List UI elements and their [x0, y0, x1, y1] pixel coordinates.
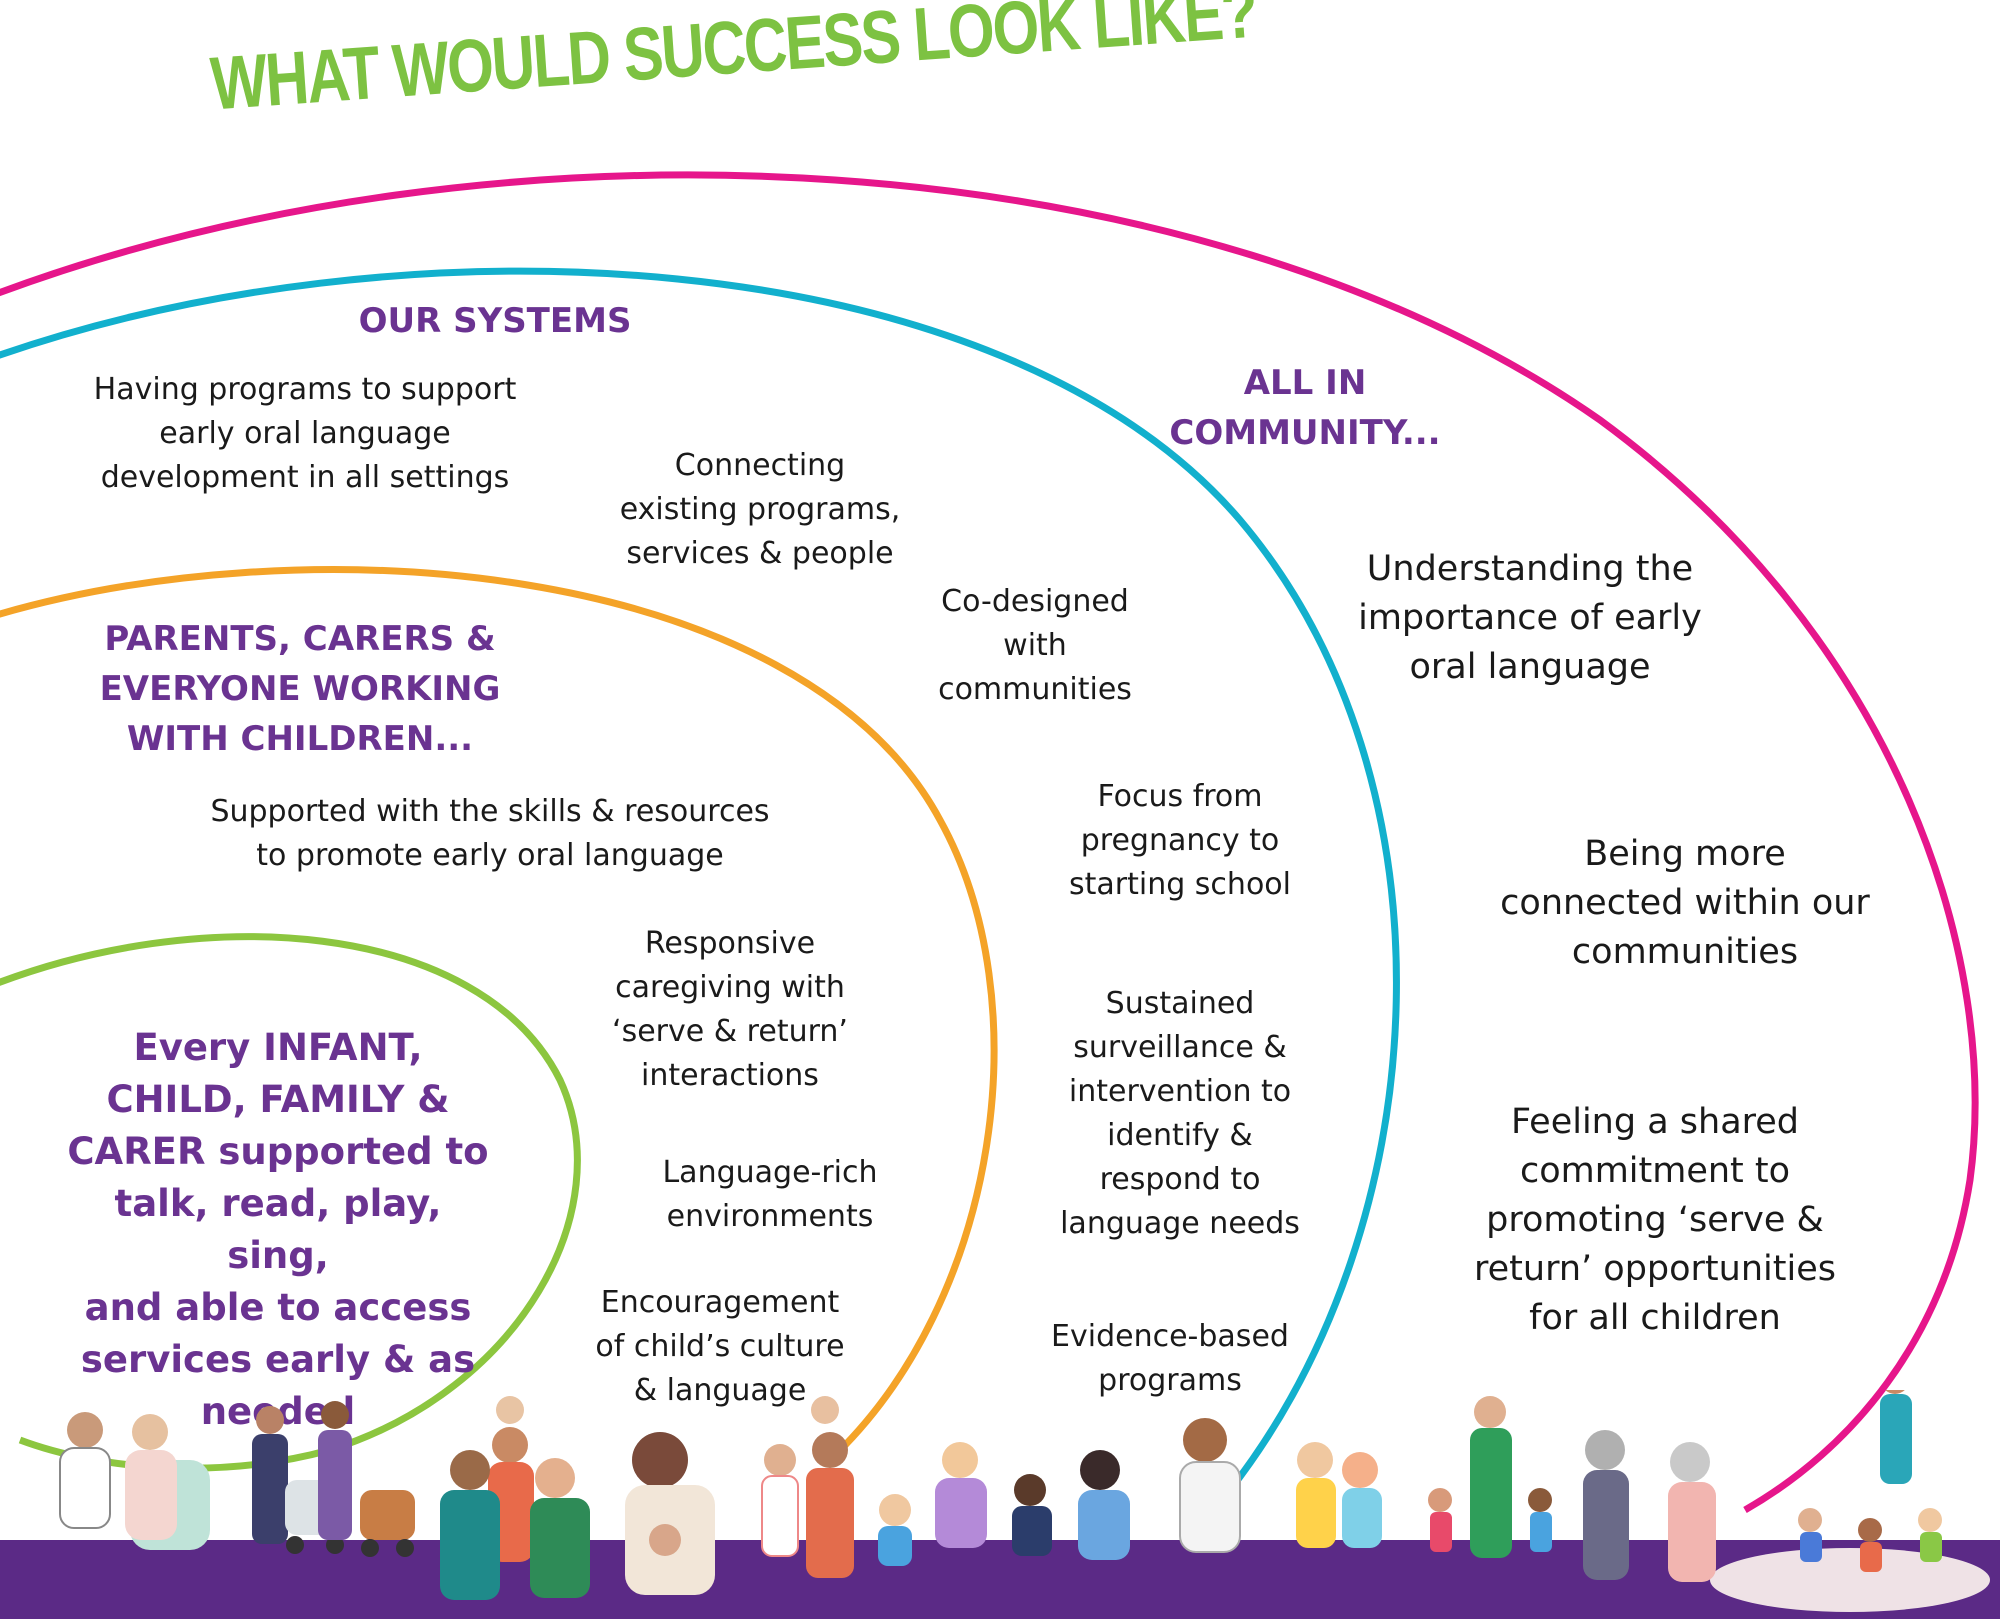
community-item-understanding: Understanding the importance of early or… — [1358, 549, 1702, 687]
parents-item-culture: Encouragement of child’s culture & langu… — [595, 1285, 845, 1408]
children-playing-icon — [761, 1396, 987, 1578]
systems-item-focus: Focus from pregnancy to starting school — [1069, 779, 1291, 902]
parents-item-responsive: Responsive caregiving with ‘serve & retu… — [612, 926, 848, 1093]
heading-every-infant-child: Every INFANT, CHILD, FAMILY & CARER supp… — [67, 1026, 489, 1433]
systems-item-programs: Having programs to support early oral la… — [93, 372, 517, 495]
ring-our-systems — [0, 267, 1400, 1493]
stroller-figure-icon — [252, 1401, 415, 1557]
parents-figure-icon — [59, 1412, 210, 1550]
heading-our-systems: OUR SYSTEMS — [358, 301, 632, 341]
heading-all-in-community: ALL IN COMMUNITY... — [1169, 363, 1441, 453]
family-group-icon — [440, 1396, 590, 1600]
systems-item-connecting: Connecting existing programs, services &… — [619, 448, 901, 571]
community-item-connected: Being more connected within our communit… — [1500, 834, 1870, 972]
people-silhouettes — [59, 1390, 1942, 1600]
reading-group-icon — [1012, 1418, 1382, 1560]
mother-feeding-icon — [625, 1432, 715, 1595]
systems-item-sustained: Sustained surveillance & intervention to… — [1060, 986, 1300, 1241]
systems-item-evidence: Evidence-based programs — [1051, 1319, 1289, 1398]
community-item-shared-commitment: Feeling a shared commitment to promoting… — [1474, 1102, 1836, 1338]
ground-puddle — [1710, 1548, 1990, 1612]
elders-icon — [1583, 1430, 1716, 1582]
storytime-icon — [1798, 1390, 1942, 1572]
parents-item-language-rich: Language-rich environments — [662, 1155, 878, 1234]
people-illustration — [0, 1390, 2000, 1619]
parents-item-supported: Supported with the skills & resources to… — [210, 794, 770, 873]
ring-parents-carers — [0, 566, 998, 1463]
heading-parents-carers: PARENTS, CARERS & EVERYONE WORKING WITH … — [99, 619, 501, 759]
ring-every-child — [0, 933, 581, 1472]
systems-item-codesigned: Co-designed with communities — [938, 584, 1132, 707]
teacher-with-kids-icon — [1428, 1396, 1552, 1558]
ring-all-in-community — [0, 171, 1979, 1514]
